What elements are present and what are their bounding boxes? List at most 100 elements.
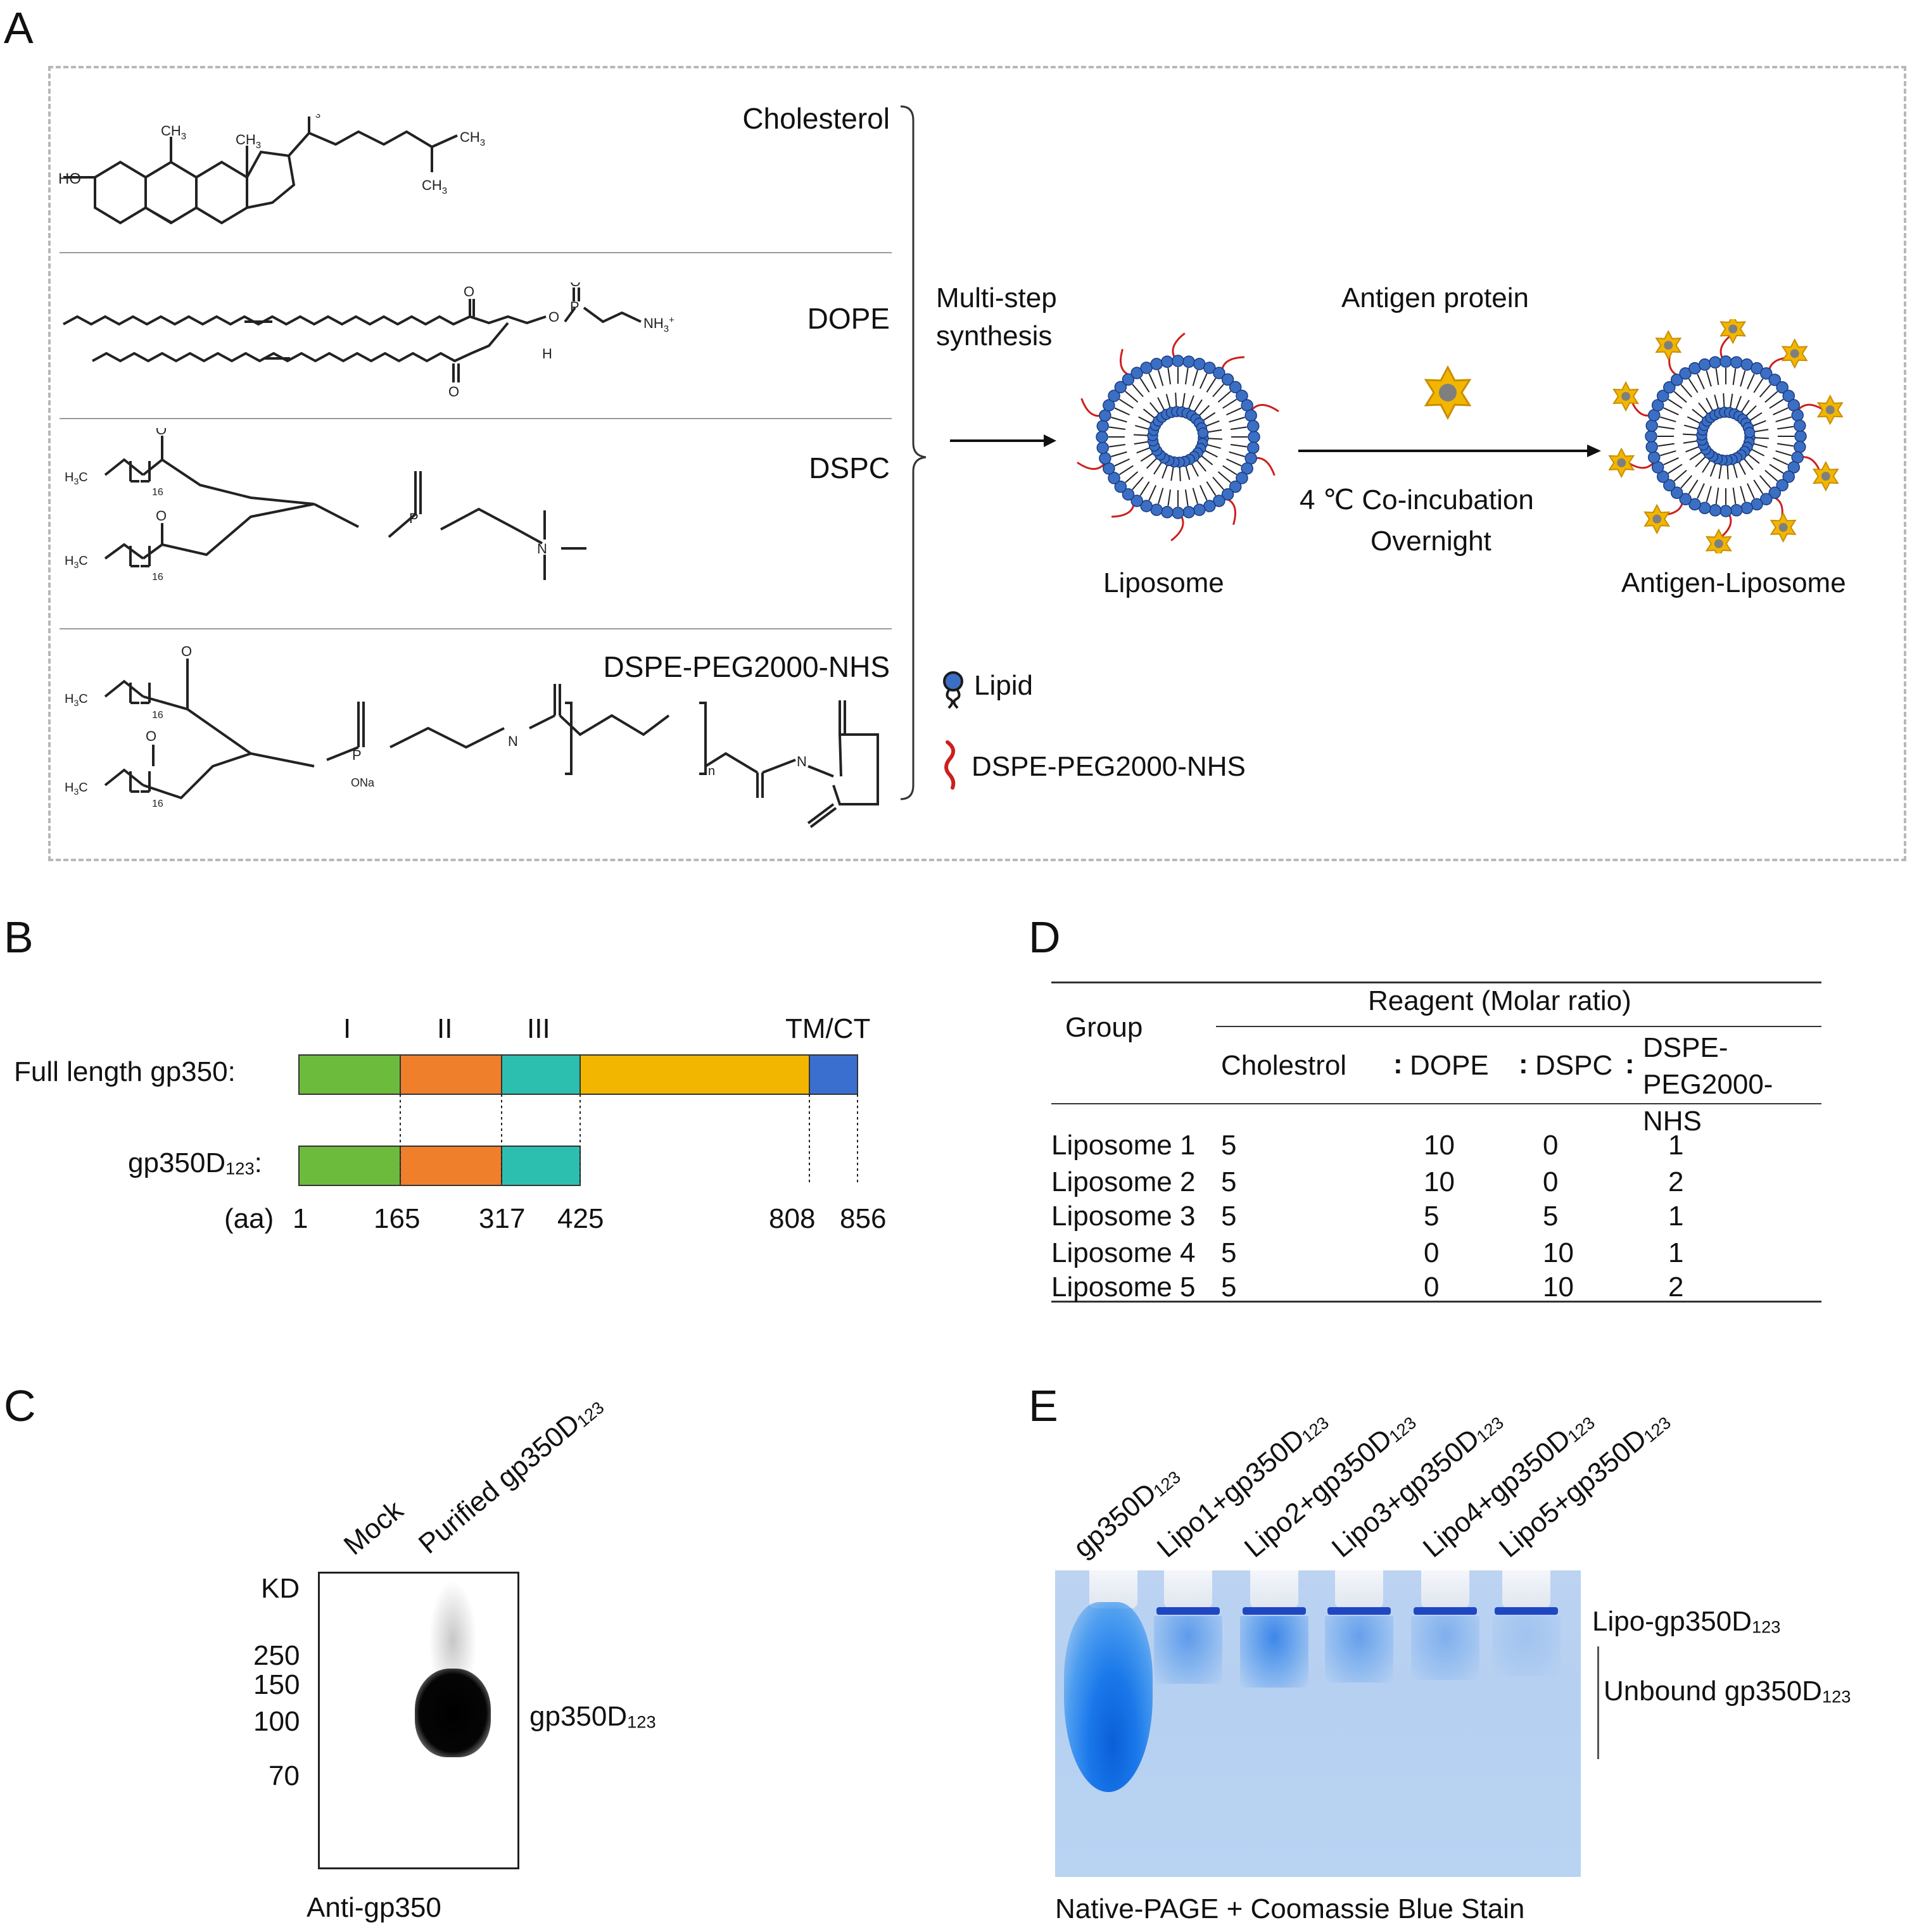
dspc-sub16-1: 16 [152,487,163,498]
dspc-h3c-1: H3C [65,470,88,486]
peg-ona: ONa [351,776,375,789]
grouping-brace [900,105,927,800]
col-sep-3: : [1625,1049,1635,1080]
antigen-liposome-illustration [1609,319,1843,553]
gel-bound-band [1243,1607,1306,1615]
structure-label-cholesterol: Cholesterol [742,102,890,135]
peg-n-repeat: n [708,764,715,778]
group-header: Group [1065,1012,1143,1043]
gel-free-antigen-band [1064,1602,1153,1792]
gel-unbound-smear [1325,1616,1393,1683]
gel-well [1164,1570,1212,1608]
panel-a-letter: A [4,3,34,53]
dspc-n: N [537,541,547,557]
gel-well [1335,1570,1383,1608]
gel-bound-band [1495,1607,1558,1615]
col-sep-1: : [1393,1049,1403,1080]
aa-tick-165: 165 [374,1203,421,1234]
antigen-liposome-label: Antigen-Liposome [1621,567,1846,598]
coincubation-label-2: Overnight [1371,526,1491,557]
table-cell: 0 [1543,1130,1559,1161]
kd-label: KD [261,1573,300,1604]
col-dope: DOPE [1410,1050,1489,1081]
blot-smear [429,1580,477,1681]
col-dspe-peg: DSPE- PEG2000-NHS [1643,1032,1773,1137]
peg-nitrogen-2: N [797,754,807,769]
table-cell: 0 [1424,1272,1440,1303]
table-top-rule [1051,982,1821,983]
gp350d123-label: gp350D123: [128,1147,262,1178]
peg-h3c-2: H3C [65,781,88,797]
peg-sub16-2: 16 [152,799,163,809]
gel-unbound-smear [1492,1616,1561,1676]
marker-150: 150 [253,1669,300,1700]
ch3-atom-4: CH3 [460,129,485,148]
table-row-group: Liposome 2 [1051,1166,1196,1197]
dope-o-1: O [464,284,474,300]
dspc-o-1: O [156,428,167,438]
ch3-atom-5: CH3 [422,177,447,196]
table-reagent-rule [1216,1026,1821,1027]
structure-label-dope: DOPE [807,302,890,335]
liposome-label: Liposome [1103,567,1224,598]
panel-a-frame [48,66,1906,861]
aa-tick-856: 856 [840,1203,887,1234]
aa-label: (aa) [224,1203,274,1234]
table-cell: 1 [1668,1201,1684,1232]
liposome-illustration [1077,332,1279,541]
gel-bound-band [1414,1607,1477,1615]
unbound-bracket [1597,1646,1599,1759]
multi-step-label-1: Multi-step [936,282,1057,313]
table-bottom-rule [1051,1301,1821,1303]
unbound-gp350d123-label: Unbound gp350D123 [1604,1676,1851,1707]
gel-well [1502,1570,1550,1608]
col-sep-2: : [1519,1049,1528,1080]
ch3-atom-2: CH3 [236,132,261,151]
molar-ratio-table: Group Reagent (Molar ratio) Cholestrol :… [1051,982,1821,1303]
gel-unbound-smear [1240,1616,1308,1688]
dspc-p: P [409,510,419,526]
col-cholestrol: Cholestrol [1221,1050,1347,1081]
gel-unbound-smear [1154,1616,1222,1684]
native-page-gel [1055,1570,1581,1877]
marker-70: 70 [269,1760,300,1791]
table-cell: 0 [1424,1237,1440,1268]
gel-well [1421,1570,1469,1608]
table-cell: 5 [1424,1201,1440,1232]
structure-divider-3 [60,628,892,629]
dspe-peg-structure: O O P ONa N n N H3C H3C 16 16 [65,643,879,828]
dope-structure: O O P O H O NH3+ [63,282,674,400]
table-cell: 2 [1668,1166,1684,1197]
multi-step-label-2: synthesis [936,320,1053,351]
table-cell: 10 [1543,1237,1574,1268]
domain-label-tmct: TM/CT [785,1013,871,1044]
panel-b-letter: B [4,912,34,962]
panel-d-letter: D [1029,912,1061,962]
structure-divider-2 [60,418,892,419]
aa-tick-317: 317 [479,1203,526,1234]
table-cell: 1 [1668,1130,1684,1161]
table-row-group: Liposome 4 [1051,1237,1196,1268]
peg-o-1: O [181,643,192,659]
antigen-protein-icon [1424,365,1472,420]
gel-bound-band [1327,1607,1391,1615]
domain-segment-row2-1 [298,1146,401,1186]
marker-250: 250 [253,1640,300,1671]
gp350-domain-map [298,1054,858,1186]
peg-p: P [352,747,362,763]
domain-segment-row2-2 [400,1146,502,1186]
structure-label-dspe-peg: DSPE-PEG2000-NHS [603,650,890,683]
gel-caption: Native-PAGE + Coomassie Blue Stain [1055,1893,1525,1924]
lipo-gp350d123-label: Lipo-gp350D123 [1592,1606,1781,1637]
table-cell: 5 [1221,1272,1237,1303]
dope-o-4: O [448,384,459,400]
legend-lipid-label: Lipid [974,670,1033,701]
coincubation-label-1: 4 ℃ Co-incubation [1300,484,1534,515]
dope-h: H [542,346,552,362]
dspc-o-2: O [156,508,167,524]
table-cell: 5 [1221,1237,1237,1268]
dope-nh3: NH3+ [643,315,674,334]
domain-segment-row1-5 [809,1054,858,1095]
table-cell: 5 [1221,1201,1237,1232]
table-row-group: Liposome 5 [1051,1272,1196,1303]
